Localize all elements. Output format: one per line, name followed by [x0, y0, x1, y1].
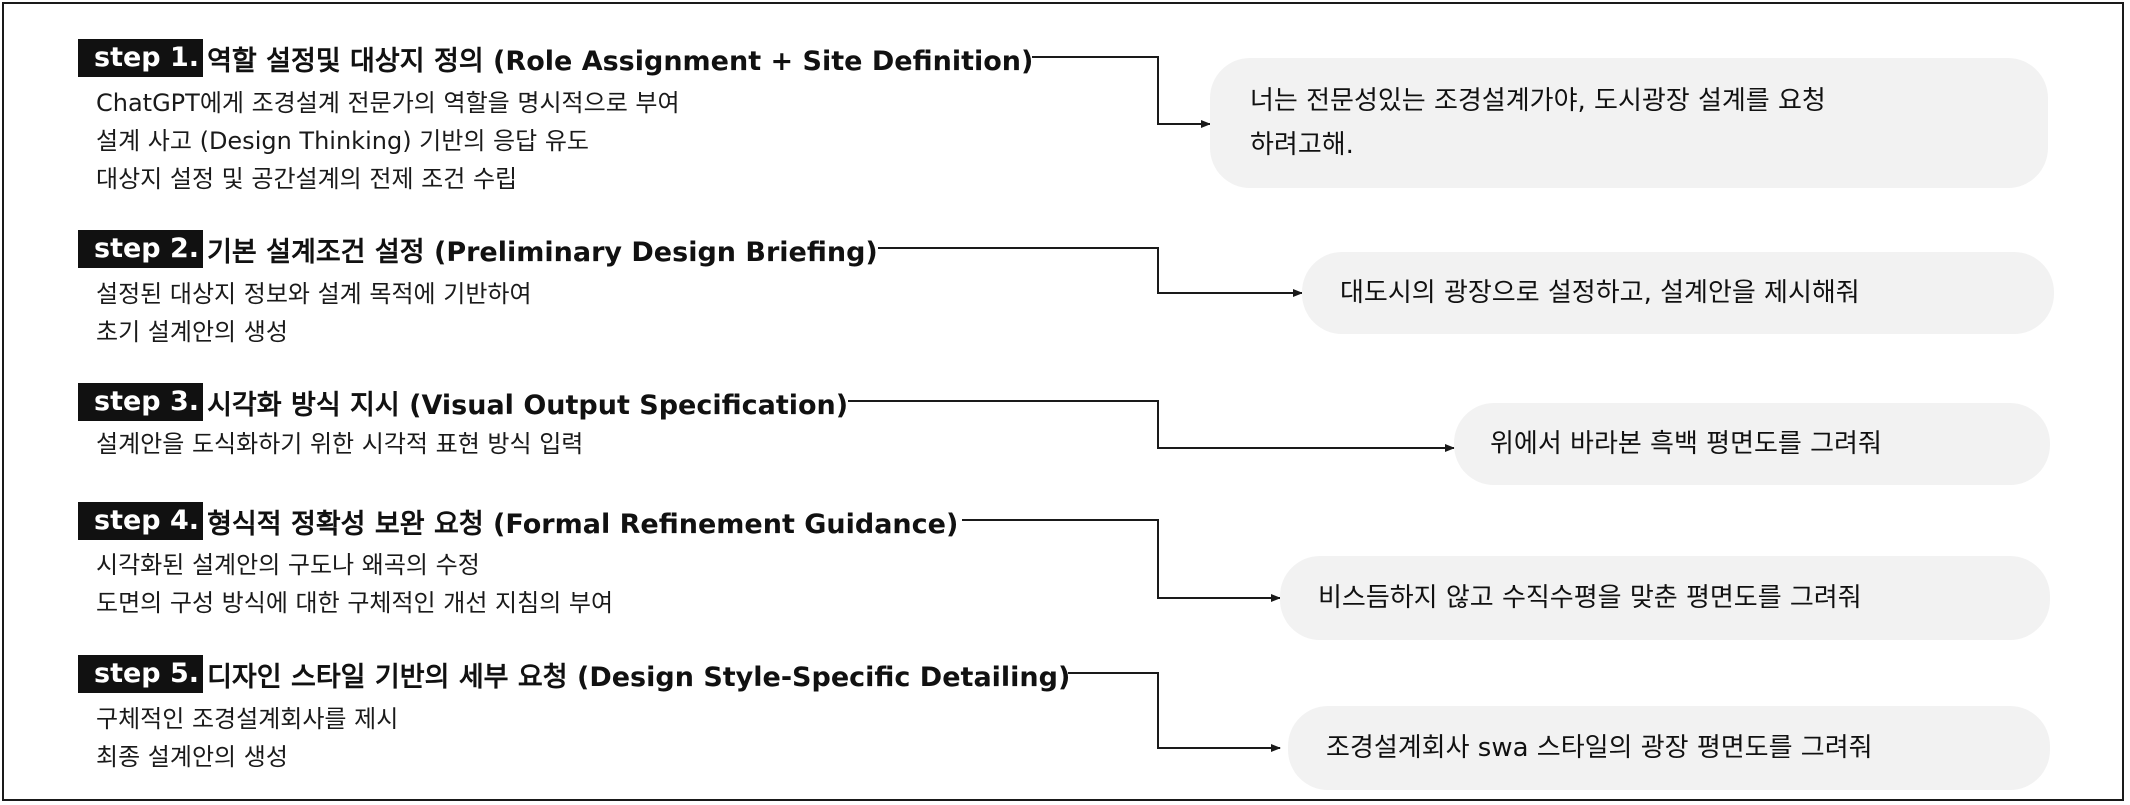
- connector-step-1: [1032, 56, 1211, 128]
- step-2-line-1: 설정된 대상지 정보와 설계 목적에 기반하여: [96, 280, 532, 308]
- step-1-description: ChatGPT에게 조경설계 전문가의 역할을 명시적으로 부여 설계 사고 (…: [96, 84, 680, 198]
- step-3-prompt-text: 위에서 바라본 흑백 평면도를 그려줘: [1490, 429, 1882, 459]
- step-2-line-2: 초기 설계안의 생성: [96, 318, 288, 346]
- connector-step-5: [1068, 672, 1281, 752]
- step-1-badge: step 1.: [78, 39, 204, 77]
- step-2-prompt-text: 대도시의 광장으로 설정하고, 설계안을 제시해줘: [1340, 278, 1860, 308]
- step-2-description: 설정된 대상지 정보와 설계 목적에 기반하여 초기 설계안의 생성: [96, 275, 532, 351]
- step-3-title: 시각화 방식 지시 (Visual Output Specification): [207, 389, 849, 421]
- step-4-line-2: 도면의 구성 방식에 대한 구체적인 개선 지침의 부여: [96, 589, 614, 617]
- step-1-prompt-line-2: 하려고해.: [1250, 130, 1354, 160]
- step-1-prompt-bubble: 너는 전문성있는 조경설계가야, 도시광장 설계를 요청 하려고해.: [1210, 58, 2048, 188]
- step-4-prompt-text: 비스듬하지 않고 수직수평을 맞춘 평면도를 그려줘: [1318, 583, 1862, 613]
- step-3-heading: step 3. 시각화 방식 지시 (Visual Output Specifi…: [78, 382, 848, 422]
- step-1-line-1: ChatGPT에게 조경설계 전문가의 역할을 명시적으로 부여: [96, 89, 680, 117]
- step-1-heading: step 1. 역할 설정및 대상지 정의 (Role Assignment +…: [78, 38, 1033, 78]
- step-4-prompt-bubble: 비스듬하지 않고 수직수평을 맞춘 평면도를 그려줘: [1280, 556, 2050, 640]
- connector-step-2: [878, 247, 1303, 297]
- step-2-heading: step 2. 기본 설계조건 설정 (Preliminary Design B…: [78, 229, 878, 269]
- step-4-heading: step 4. 형식적 정확성 보완 요청 (Formal Refinement…: [78, 501, 958, 541]
- step-2-prompt-bubble: 대도시의 광장으로 설정하고, 설계안을 제시해줘: [1302, 252, 2054, 334]
- step-4-badge: step 4.: [78, 502, 204, 540]
- step-5-description: 구체적인 조경설계회사를 제시 최종 설계안의 생성: [96, 700, 398, 776]
- step-5-badge: step 5.: [78, 655, 204, 693]
- step-4-line-1: 시각화된 설계안의 구도나 왜곡의 수정: [96, 551, 480, 579]
- step-3-prompt-bubble: 위에서 바라본 흑백 평면도를 그려줘: [1454, 403, 2050, 485]
- step-5-line-2: 최종 설계안의 생성: [96, 743, 288, 771]
- step-3-line-1: 설계안을 도식화하기 위한 시각적 표현 방식 입력: [96, 430, 584, 458]
- step-5-prompt-bubble: 조경설계회사 swa 스타일의 광장 평면도를 그려줘: [1288, 706, 2050, 790]
- step-4-title: 형식적 정확성 보완 요청 (Formal Refinement Guidanc…: [207, 508, 959, 540]
- step-2-badge: step 2.: [78, 230, 204, 268]
- step-5-heading: step 5. 디자인 스타일 기반의 세부 요청 (Design Style-…: [78, 654, 1070, 694]
- step-5-title: 디자인 스타일 기반의 세부 요청 (Design Style-Specific…: [207, 661, 1071, 693]
- step-3-badge: step 3.: [78, 383, 204, 421]
- step-5-line-1: 구체적인 조경설계회사를 제시: [96, 705, 399, 733]
- connector-step-3: [848, 400, 1455, 452]
- step-1-line-3: 대상지 설정 및 공간설계의 전제 조건 수립: [96, 165, 518, 193]
- step-1-line-2: 설계 사고 (Design Thinking) 기반의 응답 유도: [96, 127, 590, 155]
- step-3-description: 설계안을 도식화하기 위한 시각적 표현 방식 입력: [96, 425, 583, 463]
- step-4-description: 시각화된 설계안의 구도나 왜곡의 수정 도면의 구성 방식에 대한 구체적인 …: [96, 546, 613, 622]
- step-2-title: 기본 설계조건 설정 (Preliminary Design Briefing): [207, 236, 878, 268]
- connector-step-4: [962, 519, 1281, 602]
- step-1-title: 역할 설정및 대상지 정의 (Role Assignment + Site De…: [207, 45, 1034, 77]
- step-1-prompt-line-1: 너는 전문성있는 조경설계가야, 도시광장 설계를 요청: [1250, 86, 1826, 116]
- step-5-prompt-text: 조경설계회사 swa 스타일의 광장 평면도를 그려줘: [1326, 733, 1873, 763]
